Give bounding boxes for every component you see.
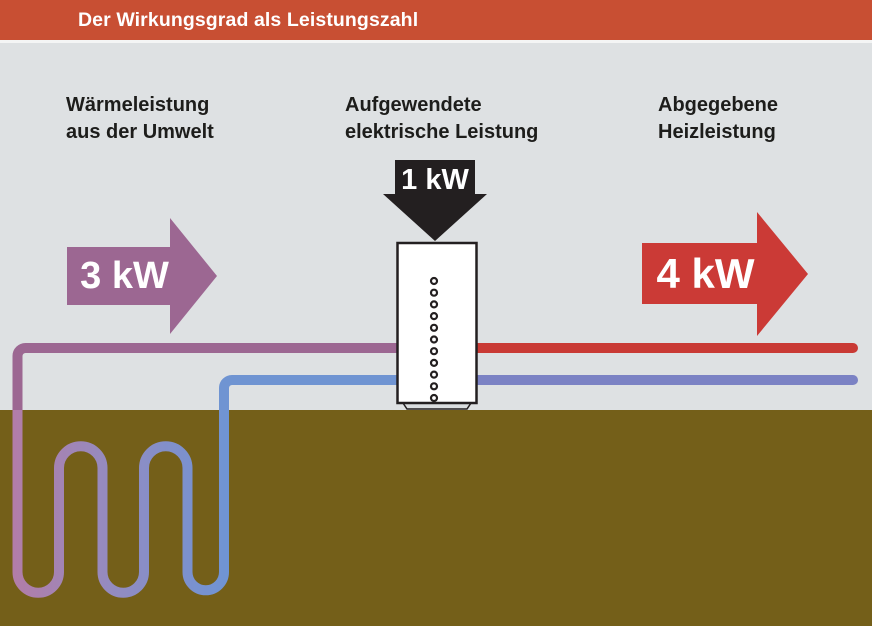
heat-pump-dot — [429, 370, 439, 379]
label-heating: Abgegebene Heizleistung — [658, 92, 778, 146]
label-electric-line2: elektrische Leistung — [345, 121, 539, 143]
heat-pump-dot — [429, 323, 439, 332]
label-electric: Aufgewendete elektrische Leistung — [345, 92, 538, 146]
label-environment-line2: aus der Umwelt — [66, 121, 214, 143]
label-environment: Wärmeleistung aus der Umwelt — [66, 92, 214, 146]
header-bar: Der Wirkungsgrad als Leistungszahl — [0, 0, 872, 40]
source-pipe-warm — [12, 343, 397, 410]
label-electric-line1: Aufgewendete — [345, 94, 482, 116]
heat-pump-box — [396, 241, 478, 405]
heat-pump-dot — [429, 300, 439, 309]
heat-pump-dot — [429, 347, 439, 356]
label-heating-line1: Abgegebene — [658, 94, 779, 116]
heat-pump-dot — [429, 288, 439, 297]
page-title: Der Wirkungsgrad als Leistungszahl — [78, 8, 419, 31]
heat-pump-dot — [429, 382, 439, 391]
heat-pump-dot — [429, 312, 439, 321]
header-divider — [0, 40, 872, 43]
source-pipe-cold — [219, 375, 397, 410]
heat-pump-vent-dots — [429, 276, 439, 403]
label-heating-line2: Heizleistung — [658, 121, 776, 143]
value-environment-kw: 3 kW — [80, 254, 169, 297]
arrow-down-electric-icon — [383, 160, 487, 241]
heat-pump-dot — [429, 335, 439, 344]
label-environment-line1: Wärmeleistung — [66, 94, 210, 116]
arrow-right-environment-icon — [67, 218, 217, 334]
heat-pump-dot — [429, 358, 439, 367]
heat-pump-dot — [429, 393, 439, 403]
ground-collector-coil — [12, 406, 229, 598]
arrow-right-heating-icon — [642, 212, 808, 336]
value-heating-kw: 4 kW — [656, 249, 755, 297]
heat-pump-dot — [429, 276, 439, 286]
value-electric-kw: 1 kW — [401, 163, 469, 196]
